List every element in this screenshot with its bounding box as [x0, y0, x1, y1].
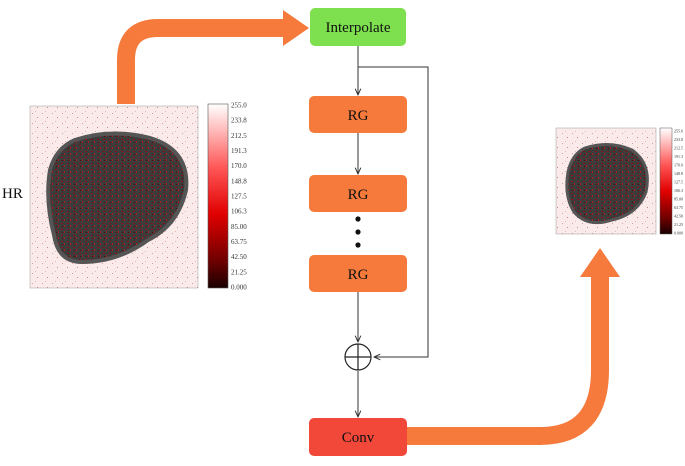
svg-text:RG: RG — [348, 187, 369, 203]
rg-block-3: RG — [309, 255, 407, 292]
svg-text:Interpolate: Interpolate — [326, 20, 391, 36]
output-colorbar-tick-label: 148.8 — [674, 171, 683, 176]
output-colorbar-tick-label: 63.75 — [674, 205, 683, 210]
output-colorbar-tick-label: 127.5 — [674, 180, 683, 185]
rg-block-1: RG — [309, 96, 407, 133]
input-colorbar — [207, 103, 229, 289]
svg-text:RG: RG — [348, 267, 369, 283]
colorbar-tick-label: 85.00 — [231, 223, 247, 231]
output-colorbar-tick-label: 85.00 — [674, 197, 683, 202]
output-sr-image — [555, 127, 657, 235]
flow-arrow-to-interpolate — [117, 10, 309, 104]
colorbar-tick-label: 255.0 — [231, 102, 247, 110]
colorbar-tick-label: 63.75 — [231, 238, 247, 246]
colorbar-tick-label: 170.0 — [231, 162, 247, 170]
output-colorbar-tick-label: 255.0 — [674, 129, 683, 134]
output-colorbar-tick-label: 170.0 — [674, 163, 683, 168]
colorbar-tick-label: 233.8 — [231, 117, 247, 125]
output-colorbar-tick-label: 212.5 — [674, 146, 683, 151]
interpolate-block: Interpolate — [310, 8, 406, 46]
input-colorbar-ticks: 255.0 233.8 212.5 191.3 170.0 148.8 127.5 106.3… — [231, 102, 247, 292]
colorbar-tick-label: 148.8 — [231, 177, 247, 185]
colorbar-tick-label: 21.25 — [231, 268, 247, 276]
skip-connection — [358, 66, 429, 357]
colorbar-tick-label: 191.3 — [231, 147, 247, 155]
output-colorbar-ticks: 255.0 233.8 212.5 191.3 170.0 148.8 127.5 106.3… — [674, 129, 683, 236]
svg-text:Conv: Conv — [342, 430, 375, 446]
colorbar-tick-label: 212.5 — [231, 132, 247, 140]
svg-text:RG: RG — [348, 108, 369, 124]
colorbar-tick-label: 0.000 — [231, 284, 247, 292]
output-colorbar-tick-label: 191.3 — [674, 154, 683, 159]
colorbar-tick-label: 127.5 — [231, 193, 247, 201]
output-colorbar-tick-label: 21.25 — [674, 222, 683, 227]
sum-node — [344, 343, 372, 371]
rg-block-2: RG — [309, 175, 407, 212]
output-colorbar — [659, 127, 673, 235]
conv-block: Conv — [309, 418, 407, 456]
hr-label: HR — [2, 186, 23, 202]
flow-arrow-to-output — [407, 248, 620, 445]
output-colorbar-tick-label: 0.000 — [674, 231, 683, 236]
input-hr-image — [29, 105, 199, 289]
colorbar-tick-label: 106.3 — [231, 208, 247, 216]
output-colorbar-tick-label: 106.3 — [674, 188, 683, 193]
ellipsis-dots — [355, 216, 361, 248]
output-colorbar-tick-label: 42.50 — [674, 214, 683, 219]
output-colorbar-tick-label: 233.8 — [674, 137, 683, 142]
colorbar-tick-label: 42.50 — [231, 253, 247, 261]
